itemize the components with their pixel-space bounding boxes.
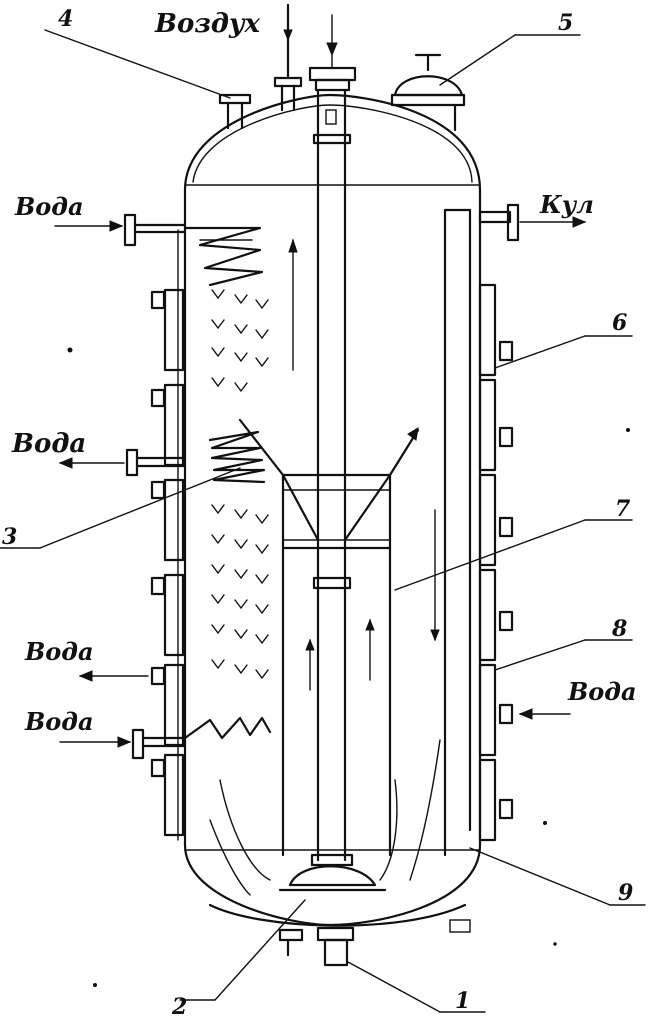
callout-4: 4 bbox=[58, 6, 73, 32]
callout-6: 6 bbox=[612, 310, 627, 336]
label-cool: Кул bbox=[539, 190, 594, 219]
callout-3: 3 bbox=[2, 524, 17, 550]
flow-arrows bbox=[209, 238, 441, 896]
label-water-low-left-1: Вода bbox=[24, 637, 94, 666]
water-outlet-mid-left bbox=[58, 448, 187, 477]
callout-1: 1 bbox=[455, 988, 470, 1014]
cooling-coil-bottom bbox=[183, 716, 272, 740]
label-water-mid-left: Вода bbox=[11, 429, 86, 459]
impeller bbox=[278, 865, 387, 967]
scan-dots bbox=[67, 347, 630, 987]
flow-chevrons-left bbox=[211, 289, 269, 680]
air-inlet-pipe bbox=[308, 14, 357, 867]
callout-7: 7 bbox=[615, 496, 631, 522]
water-inlet-top-left bbox=[54, 213, 187, 247]
draft-tube bbox=[238, 418, 420, 857]
coolant-pipe bbox=[443, 203, 587, 857]
water-inlet-low-left bbox=[59, 728, 187, 760]
callout-8: 8 bbox=[611, 616, 627, 642]
leader-lines bbox=[0, 29, 646, 1013]
label-air: Воздух bbox=[154, 9, 261, 39]
right-jacket bbox=[478, 283, 571, 842]
label-water-low-left-2: Вода bbox=[24, 707, 94, 736]
callout-5: 5 bbox=[558, 10, 573, 36]
bottom-legs bbox=[278, 919, 471, 957]
safety-valve-5 bbox=[390, 53, 466, 132]
label-water-right: Вода bbox=[567, 677, 637, 706]
top-nozzle-4 bbox=[218, 93, 252, 130]
callout-2: 2 bbox=[171, 994, 187, 1020]
callout-9: 9 bbox=[618, 880, 633, 906]
water-outlet-low-left bbox=[78, 670, 149, 682]
label-water-top-left: Вода bbox=[14, 192, 84, 221]
top-nozzle-air-small bbox=[273, 3, 303, 112]
cooling-coil-mid bbox=[208, 430, 266, 484]
cooling-coil-top bbox=[183, 226, 264, 287]
